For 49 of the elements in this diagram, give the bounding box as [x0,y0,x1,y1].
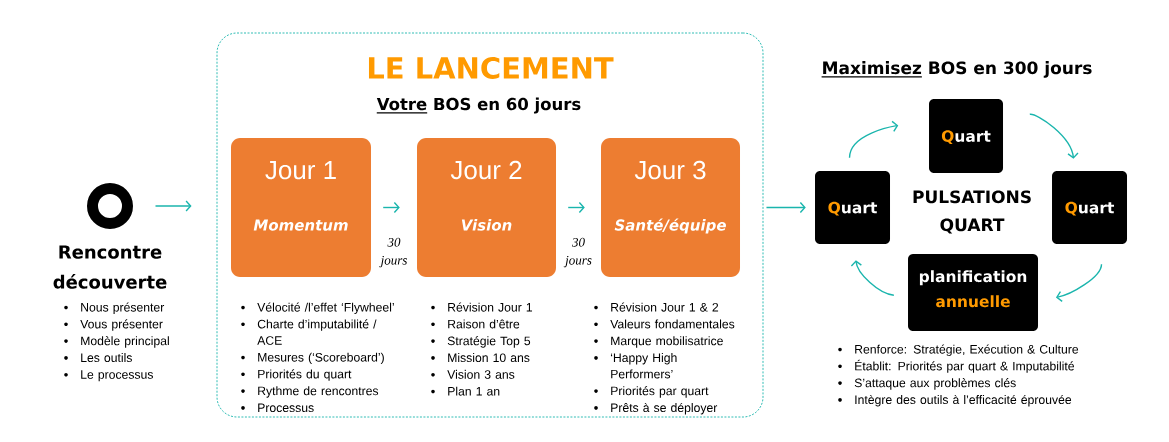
list-item: Intègre des outils à l’efficacité éprouvée [855,394,1072,407]
list-item: Mesures (‘Scoreboard’) [258,352,384,365]
list-item: Nous présenter [81,302,165,315]
center-label: PULSATIONS QUART [913,190,1031,234]
day-box: Jour 1 Momentum [231,138,371,277]
arrow [850,260,895,296]
list-item: Vous présenter [80,319,163,331]
list-item: Charte d’imputabilité / ACE [257,319,377,345]
list-item: Prêts à se déployer [611,402,718,415]
list-item: Valeurs fondamentales [610,319,735,329]
arrow [1055,263,1103,303]
arrow [848,120,899,159]
list-item: Raison d’être [448,319,520,329]
quarter-box: Quart [1052,171,1127,244]
list-item: Modèle principal [81,336,169,348]
arrow [765,201,806,214]
list-item: Plan 1 an [448,386,500,396]
quarter-box: Quart [929,99,1003,173]
title: LE LANCEMENT [369,57,614,79]
list-item: Le processus [81,370,153,382]
list-item: Rythme de rencontres [258,386,379,398]
arrow [567,201,585,214]
list-item: Vision 3 ans [447,369,515,379]
list-item: Révision Jour 1 & 2 [611,302,719,312]
list-item: Révision Jour 1 [448,302,533,312]
list-item: Établit: Priorités par quart & Imputabilité [855,359,1074,373]
edge-label: 30 jours [377,236,411,269]
list-item: Mission 10 ans [448,353,530,363]
list-item: S’attaque aux problèmes clés [854,378,1016,390]
list-item: Marque mobilisatrice [611,336,723,348]
heading: Maximisez BOS en 300 jours [820,61,1092,78]
edge-label: 30 jours [561,236,596,269]
arrow [1029,113,1079,159]
list-item: Stratégie Top 5 [447,336,531,348]
quarter-box: Quart [815,171,890,244]
list-item: Priorités du quart [258,369,352,381]
list-item: Les outils [81,353,132,363]
list-item: ‘Happy High Performers’ [610,353,677,379]
subtitle: Votre BOS en 60 jours [376,97,581,114]
arrow [382,201,400,214]
list-item: Priorités par quart [611,386,709,398]
arrow [154,200,192,212]
day-box: Jour 3 Santé/équipe [601,138,740,277]
day-box: Jour 2 Vision [417,138,556,277]
heading: Rencontre découverte [53,245,167,289]
list-item: Processus [258,403,314,413]
list-item: Vélocité /l’effet ‘Flywheel’ [257,302,394,315]
list-item: Renforce: Stratégie, Exécution & Culture [855,344,1079,357]
planning-box: planification annuelle [908,254,1038,331]
